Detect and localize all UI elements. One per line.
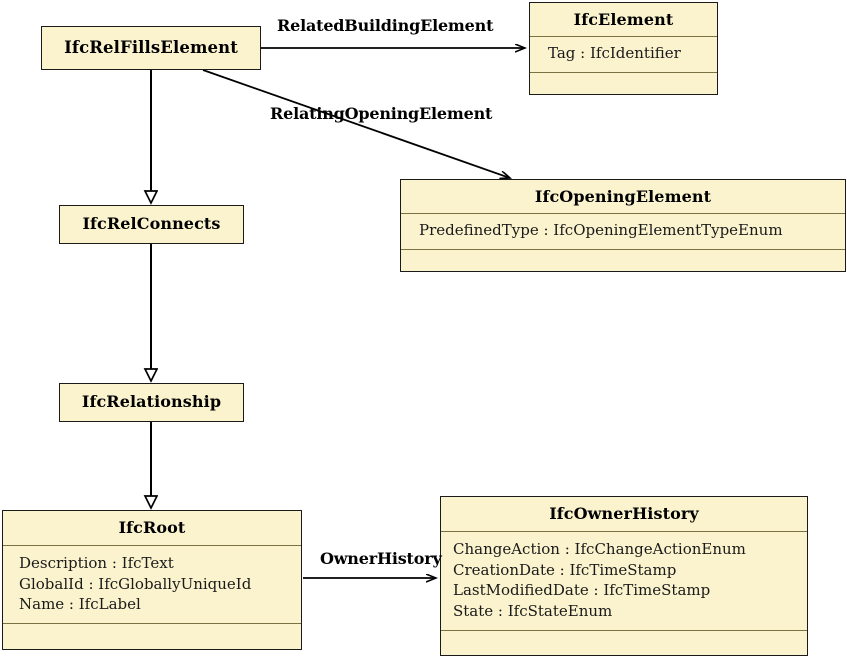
attribute-line: Name : IfcLabel <box>19 595 141 613</box>
class-name: IfcRoot <box>3 511 301 545</box>
attribute-line: PredefinedType : IfcOpeningElementTypeEn… <box>419 221 783 239</box>
class-operations <box>3 623 301 647</box>
class-box-ifcrelationship[interactable]: IfcRelationship <box>59 383 244 422</box>
class-attributes: Description : IfcText GlobalId : IfcGlob… <box>3 545 301 623</box>
class-box-ifcownerhistory[interactable]: IfcOwnerHistory ChangeAction : IfcChange… <box>440 496 808 656</box>
edge-label-relatedbuildingelement: RelatedBuildingElement <box>277 16 494 35</box>
attribute-line: CreationDate : IfcTimeStamp <box>453 560 677 579</box>
attribute-line: Tag : IfcIdentifier <box>548 44 681 62</box>
class-name: IfcElement <box>530 3 717 36</box>
class-operations <box>530 72 717 94</box>
attribute-line: State : IfcStateEnum <box>453 601 613 620</box>
class-box-ifcrelconnects[interactable]: IfcRelConnects <box>59 205 244 244</box>
class-box-ifcelement[interactable]: IfcElement Tag : IfcIdentifier <box>529 2 718 95</box>
attribute-line: ChangeAction : IfcChangeActionEnum <box>453 540 746 558</box>
attribute-line: LastModifiedDate : IfcTimeStamp <box>453 581 711 599</box>
class-attributes: ChangeAction : IfcChangeActionEnum Creat… <box>441 531 807 630</box>
class-operations <box>441 630 807 655</box>
class-name: IfcOwnerHistory <box>441 497 807 531</box>
class-operations <box>401 249 845 271</box>
attribute-line: Description : IfcText <box>19 554 174 572</box>
class-attributes: Tag : IfcIdentifier <box>530 36 717 72</box>
class-name: IfcOpeningElement <box>401 180 845 213</box>
class-box-ifcrelfillselement[interactable]: IfcRelFillsElement <box>41 26 261 70</box>
class-name: IfcRelationship <box>60 384 243 420</box>
class-box-ifcroot[interactable]: IfcRoot Description : IfcText GlobalId :… <box>2 510 302 650</box>
class-box-ifcopeningelement[interactable]: IfcOpeningElement PredefinedType : IfcOp… <box>400 179 846 272</box>
edge-label-relatingopeningelement: RelatingOpeningElement <box>270 104 493 123</box>
class-name: IfcRelConnects <box>60 206 243 242</box>
class-name: IfcRelFillsElement <box>42 27 260 68</box>
attribute-line: GlobalId : IfcGloballyUniqueId <box>19 574 252 593</box>
class-attributes: PredefinedType : IfcOpeningElementTypeEn… <box>401 213 845 249</box>
edge-relatingopeningelement <box>202 69 510 178</box>
edge-label-ownerhistory: OwnerHistory <box>320 549 442 568</box>
